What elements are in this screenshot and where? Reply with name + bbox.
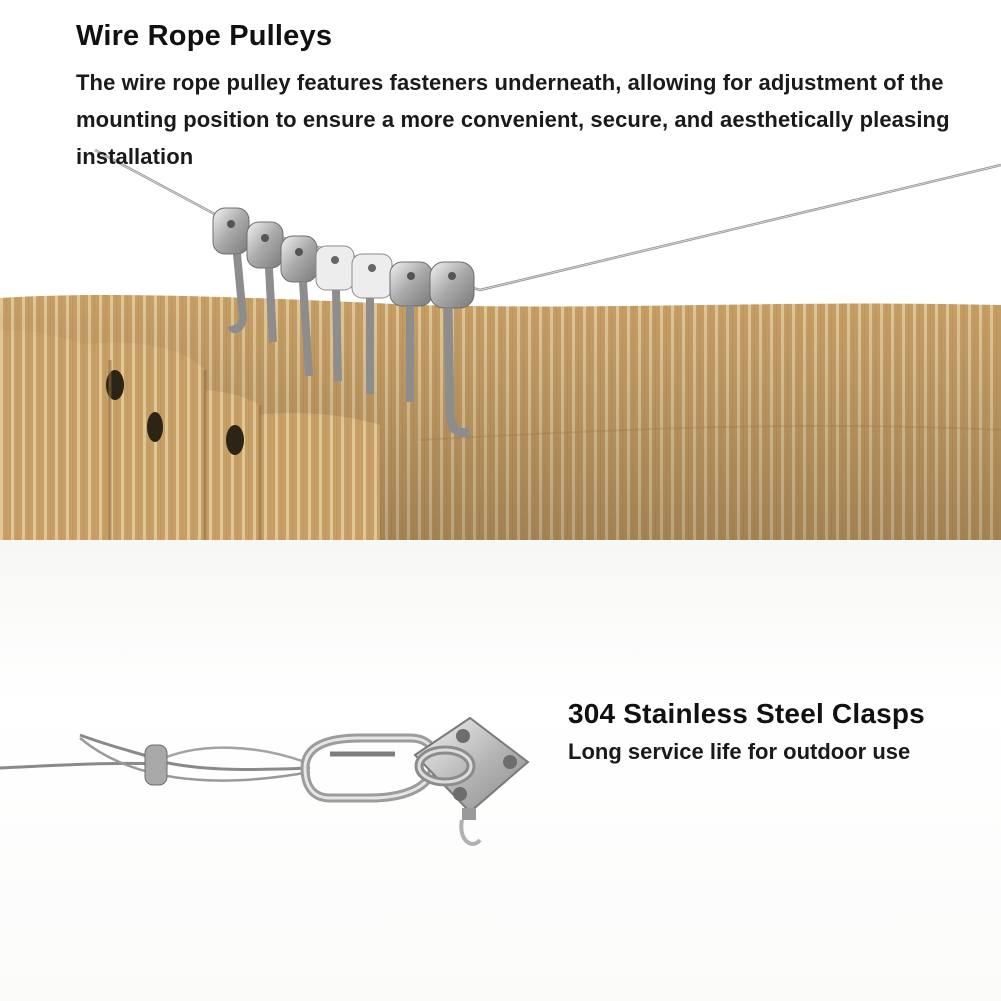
wire-rope-loop [0, 733, 311, 786]
pulleys-title: Wire Rope Pulleys [76, 20, 333, 52]
pulley-icon [429, 261, 475, 438]
pulley-icon [280, 235, 318, 377]
clasps-photo-panel [0, 540, 1001, 1001]
shade-fabric [0, 295, 1001, 540]
clasps-photo [0, 716, 530, 846]
pulley-icon [389, 261, 433, 402]
pulleys-description: The wire rope pulley features fasteners … [76, 70, 950, 169]
pulleys-photo-panel: Wire Rope Pulleys The wire rope pulley f… [0, 20, 1001, 540]
pulleys-photo [0, 148, 1001, 540]
pulley-set [212, 207, 475, 438]
pad-eye-plate [413, 716, 530, 846]
grommet-hole [147, 412, 163, 442]
grommet-hole [226, 425, 244, 455]
clasps-title: 304 Stainless Steel Clasps [568, 698, 925, 729]
clasps-description: Long service life for outdoor use [568, 739, 911, 764]
wire-ferrule [144, 744, 168, 786]
pulley-icon [315, 245, 355, 382]
